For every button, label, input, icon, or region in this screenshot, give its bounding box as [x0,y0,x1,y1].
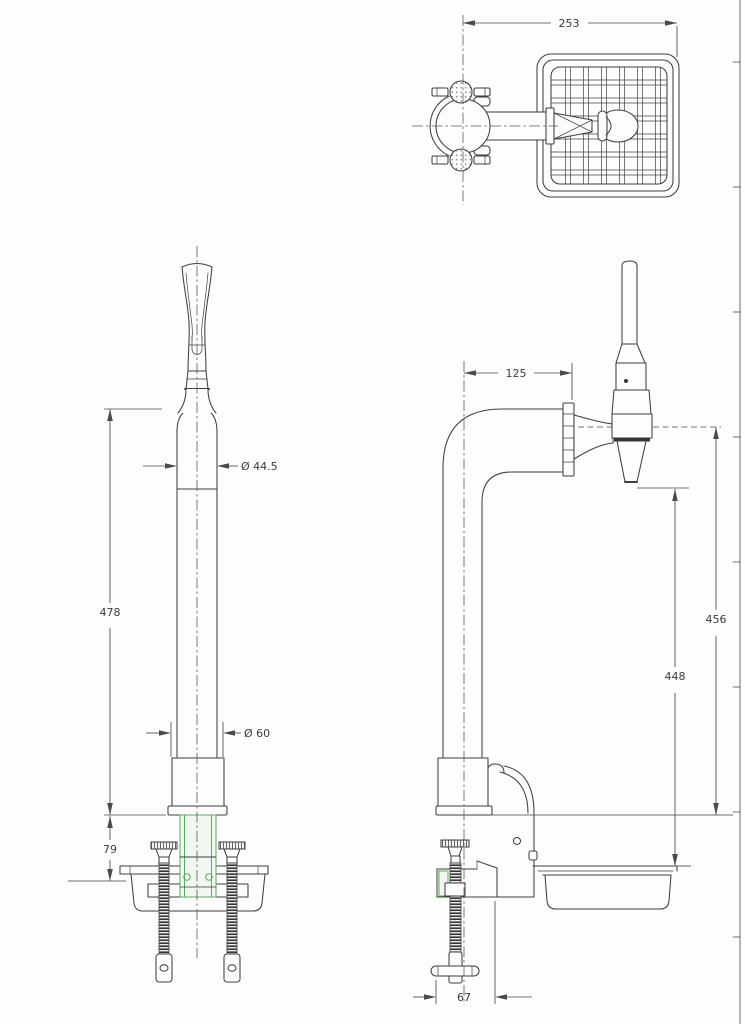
dim-tray-width: 253 [463,17,678,57]
drip-tray-side [532,865,678,910]
dim-spout-reach: 125 [464,363,573,400]
base-sleeve-side [437,757,489,807]
clamp-screw-front-left [150,841,178,983]
tap-handle-top [553,109,639,143]
mounting-bracket-front [179,814,217,898]
dim-label-60: Ø 60 [244,727,270,740]
dimensions: 253 478 79 Ø 44.5 [96,17,732,1004]
outlet-collar [562,402,614,477]
top-view [412,15,680,205]
dim-outlet-height: 456 [701,427,732,815]
bracket-hole-right [205,873,213,881]
clamp-knob-top-view-lower [431,148,491,172]
tap-neck-side [442,408,564,759]
dim-label-44-5: Ø 44.5 [241,460,278,473]
dim-label-67: 67 [457,991,471,1004]
clamp-screw-side [430,839,480,984]
dim-outlet-to-tray: 448 [637,487,691,867]
clamp-knob-top-view-upper [431,80,491,104]
mounting-bracket-side [436,763,538,898]
bracket-hole-side [512,836,522,846]
dim-label-253: 253 [559,17,580,30]
dim-label-456: 456 [706,613,727,626]
dim-label-79: 79 [103,843,117,856]
front-view [67,246,269,983]
dim-label-478: 478 [100,606,121,619]
dim-base-diameter: Ø 60 [146,722,270,757]
tap-column-front [167,430,228,816]
dim-clamp-opening: 67 [413,901,532,1004]
side-view [430,260,734,1005]
tap-handle-front [177,262,217,414]
dim-label-125: 125 [506,367,527,380]
sheet-frame [732,0,741,1024]
bracket-hole-left [183,873,191,881]
tap-valve-side [611,260,653,483]
dim-label-448: 448 [665,670,686,683]
dim-flange-to-counter: 79 [99,816,121,881]
dim-column-diameter: Ø 44.5 [143,460,278,473]
bracket-stub [528,850,538,861]
dim-column-height: 478 [96,408,166,816]
clamp-screw-front-right [218,841,246,983]
